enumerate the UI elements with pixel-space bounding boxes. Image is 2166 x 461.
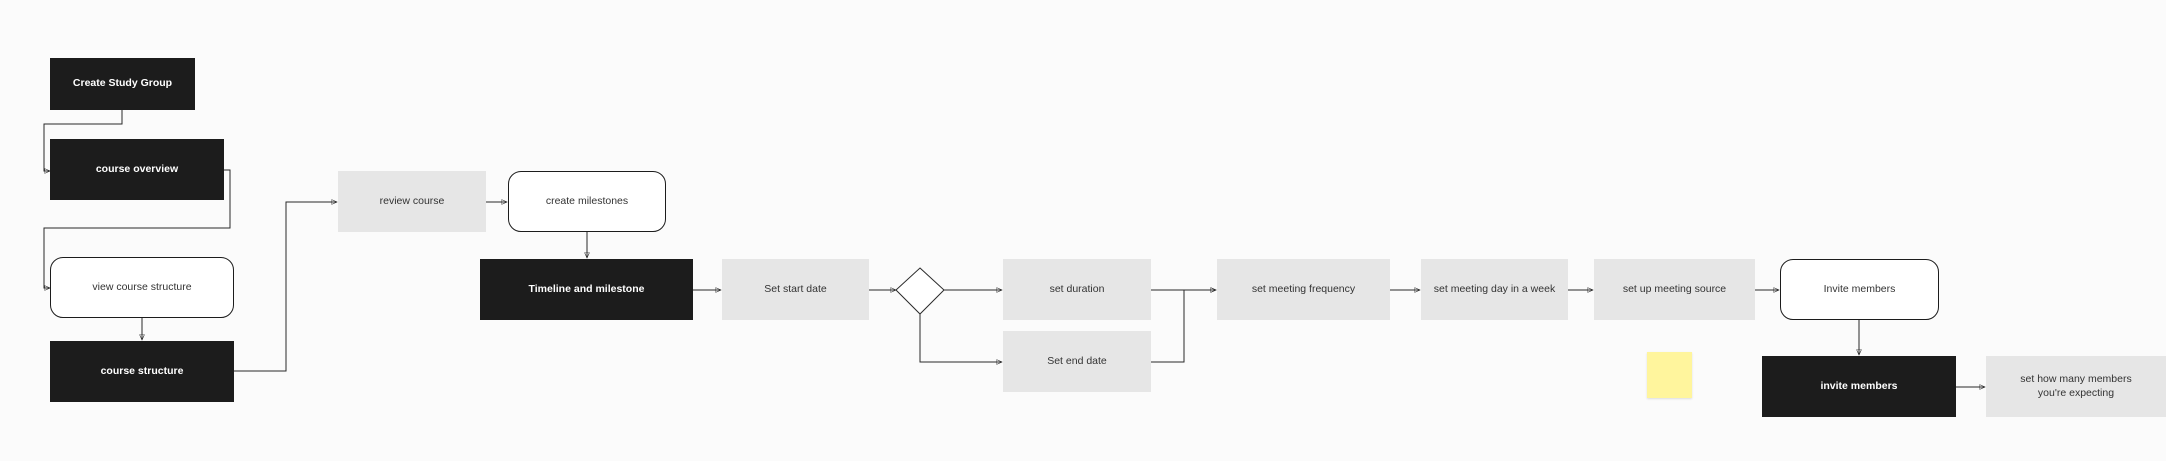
node-label: course overview [95,162,179,175]
node-label: Set end date [1047,354,1107,367]
node-set-meeting-day[interactable]: set meeting day in a week [1421,259,1568,320]
edge-create-to-overview [43,110,123,171]
node-timeline-and-milestone[interactable]: Timeline and milestone [480,259,693,320]
edge-end-date-to-frequency [1151,290,1216,363]
node-set-end-date[interactable]: Set end date [1003,331,1151,392]
node-label: set duration [1049,282,1105,295]
node-set-up-meeting-source[interactable]: set up meeting source [1594,259,1755,320]
node-create-milestones[interactable]: create milestones [508,171,666,232]
node-label: course structure [100,364,184,377]
node-label: invite members [1820,379,1898,392]
node-set-members-expected[interactable]: set how many members you're expecting [1986,356,2166,417]
node-view-course-structure[interactable]: view course structure [50,257,234,318]
node-invite-members[interactable]: invite members [1762,356,1956,417]
edge-structure-to-review [234,202,337,372]
node-label: Invite members [1823,282,1896,295]
node-label: review course [379,194,445,207]
node-label: set meeting frequency [1251,282,1356,295]
node-label: set up meeting source [1622,282,1727,295]
node-label: set meeting day in a week [1433,282,1556,295]
sticky-note[interactable] [1647,352,1692,398]
node-label: Set start date [764,282,827,295]
node-review-course[interactable]: review course [338,171,486,232]
node-invite-members-outline[interactable]: Invite members [1780,259,1939,320]
node-label: view course structure [92,280,192,293]
node-course-structure[interactable]: course structure [50,341,234,402]
node-create-study-group[interactable]: Create Study Group [50,58,195,110]
node-label: set how many members you're expecting [2020,373,2132,399]
node-set-meeting-frequency[interactable]: set meeting frequency [1217,259,1390,320]
node-label: create milestones [545,194,629,207]
node-set-duration[interactable]: set duration [1003,259,1151,320]
node-label: Create Study Group [72,77,173,90]
node-label: Timeline and milestone [528,282,645,295]
edge-decision-to-end-date [919,314,1002,362]
node-set-start-date[interactable]: Set start date [722,259,869,320]
edge-overview-to-view-structure [43,169,231,288]
node-course-overview[interactable]: course overview [50,139,224,200]
